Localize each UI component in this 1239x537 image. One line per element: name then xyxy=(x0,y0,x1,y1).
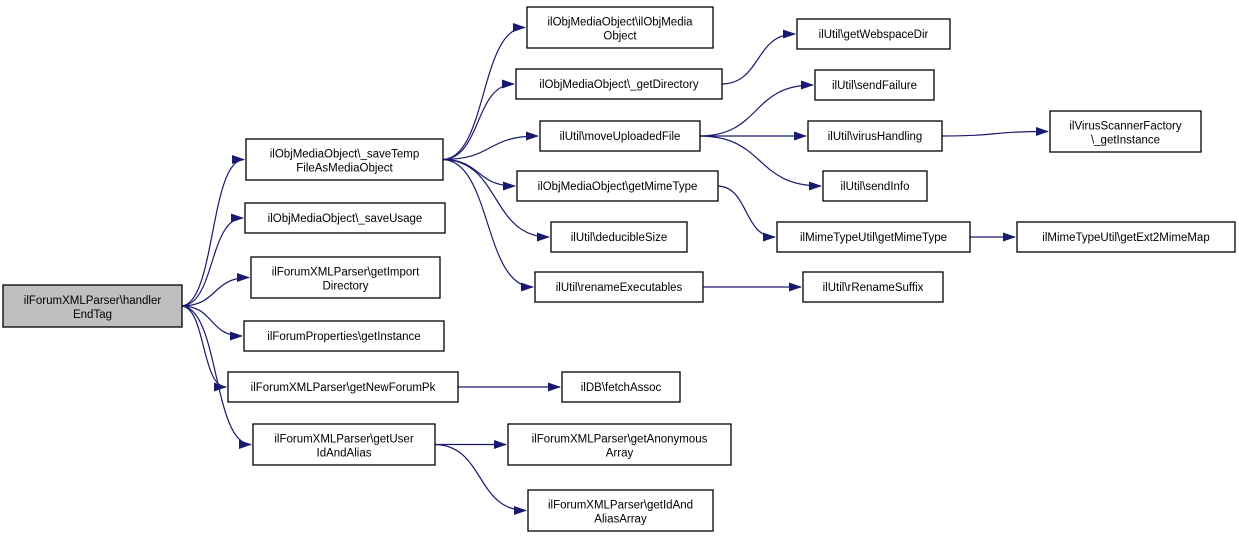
node-il-obj-media-object-constructor[interactable]: ilObjMediaObject\ilObjMediaObject xyxy=(526,6,714,49)
node-box[interactable] xyxy=(1049,110,1202,153)
node-box[interactable] xyxy=(252,423,436,466)
node-box[interactable] xyxy=(534,271,704,303)
edge-save-temp-file-as-media-object-to-il-obj-media-object-constructor xyxy=(441,23,526,161)
node-box[interactable] xyxy=(814,69,935,101)
node-save-temp-file-as-media-object[interactable]: ilObjMediaObject\_saveTempFileAsMediaObj… xyxy=(245,138,444,181)
edge-handler-end-tag-to-forum-properties-get-instance xyxy=(180,305,243,341)
node-box[interactable] xyxy=(776,221,971,253)
node-box[interactable] xyxy=(245,138,444,181)
node-fetch-assoc[interactable]: ilDB\fetchAssoc xyxy=(561,371,681,403)
node-box[interactable] xyxy=(516,170,719,202)
node-virus-handling[interactable]: ilUtil\virusHandling xyxy=(807,120,943,152)
node-save-usage[interactable]: ilObjMediaObject\_saveUsage xyxy=(244,202,446,234)
node-forum-properties-get-instance[interactable]: ilForumProperties\getInstance xyxy=(243,320,445,352)
node-obj-media-get-mime-type[interactable]: ilObjMediaObject\getMimeType xyxy=(516,170,719,202)
edge-handler-end-tag-to-get-new-forum-pk xyxy=(180,305,227,392)
node-box[interactable] xyxy=(527,489,714,532)
node-box[interactable] xyxy=(507,423,732,466)
edge-handler-end-tag-to-get-import-directory xyxy=(180,273,250,307)
edge-move-uploaded-file-to-send-failure xyxy=(698,80,814,137)
root-node-box[interactable] xyxy=(2,284,183,328)
edge-save-temp-file-as-media-object-to-move-uploaded-file xyxy=(441,131,539,161)
edge-get-directory-to-get-webspace-dir xyxy=(720,29,796,85)
edge-save-temp-file-as-media-object-to-rename-executables xyxy=(441,158,534,292)
node-box[interactable] xyxy=(243,320,445,352)
node-box[interactable] xyxy=(822,170,928,202)
node-box[interactable] xyxy=(807,120,943,152)
node-move-uploaded-file[interactable]: ilUtil\moveUploadedFile xyxy=(539,120,701,152)
edge-save-temp-file-as-media-object-to-get-directory xyxy=(441,79,515,161)
node-box[interactable] xyxy=(1016,221,1236,253)
node-get-new-forum-pk[interactable]: ilForumXMLParser\getNewForumPk xyxy=(227,371,459,403)
edge-save-temp-file-as-media-object-to-obj-media-get-mime-type xyxy=(441,158,516,191)
node-deducible-size[interactable]: ilUtil\deducibleSize xyxy=(550,221,688,253)
node-virus-scanner-factory-get-instance[interactable]: ilVirusScannerFactory\_getInstance xyxy=(1049,110,1202,153)
edge-handler-end-tag-to-save-temp-file-as-media-object xyxy=(180,155,245,307)
node-box[interactable] xyxy=(561,371,681,403)
node-rename-executables[interactable]: ilUtil\renameExecutables xyxy=(534,271,704,303)
node-box[interactable] xyxy=(515,68,723,100)
node-box[interactable] xyxy=(550,221,688,253)
edge-handler-end-tag-to-save-usage xyxy=(180,213,244,307)
node-mime-type-util-get-mime-type[interactable]: ilMimeTypeUtil\getMimeType xyxy=(776,221,971,253)
node-send-failure[interactable]: ilUtil\sendFailure xyxy=(814,69,935,101)
edge-virus-handling-to-virus-scanner-factory-get-instance xyxy=(940,127,1049,137)
node-get-directory[interactable]: ilObjMediaObject\_getDirectory xyxy=(515,68,723,100)
node-box[interactable] xyxy=(539,120,701,152)
edge-save-temp-file-as-media-object-to-deducible-size xyxy=(441,158,550,242)
node-send-info[interactable]: ilUtil\sendInfo xyxy=(822,170,928,202)
node-box[interactable] xyxy=(802,271,944,303)
node-box[interactable] xyxy=(796,18,951,50)
node-box[interactable] xyxy=(227,371,459,403)
node-box[interactable] xyxy=(250,256,441,299)
node-get-webspace-dir[interactable]: ilUtil\getWebspaceDir xyxy=(796,18,951,50)
node-box[interactable] xyxy=(244,202,446,234)
node-r-rename-suffix[interactable]: ilUtil\rRenameSuffix xyxy=(802,271,944,303)
edge-get-user-id-and-alias-to-get-id-and-alias-array xyxy=(433,443,527,515)
node-get-ext2-mime-map[interactable]: ilMimeTypeUtil\getExt2MimeMap xyxy=(1016,221,1236,253)
node-box[interactable] xyxy=(526,6,714,49)
edge-move-uploaded-file-to-send-info xyxy=(698,135,822,191)
edge-handler-end-tag-to-get-user-id-and-alias xyxy=(180,305,252,449)
edge-obj-media-get-mime-type-to-mime-type-util-get-mime-type xyxy=(716,185,776,242)
